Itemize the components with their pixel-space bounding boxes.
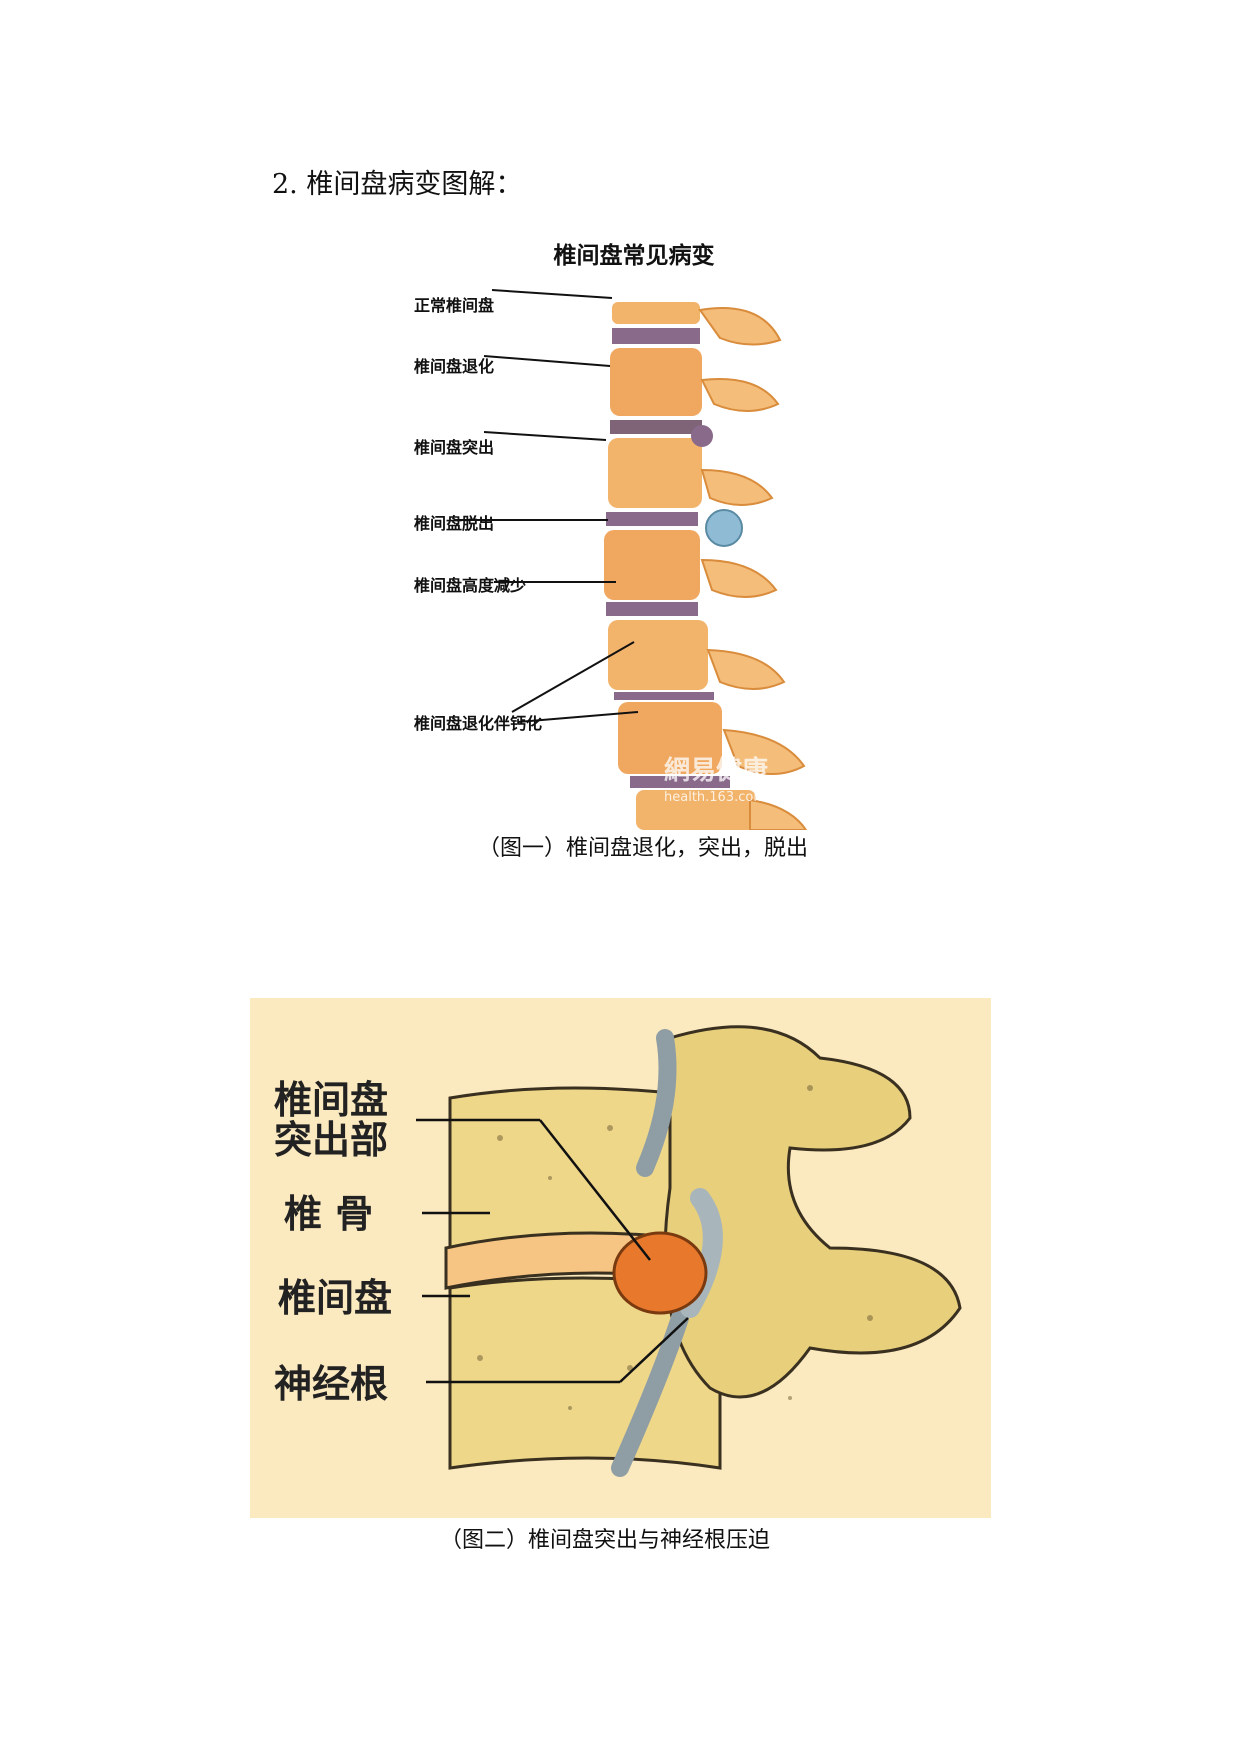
nerve-root-upper bbox=[636, 1029, 677, 1177]
vertebral-column bbox=[604, 302, 756, 830]
label-intervertebral-disc: 椎间盘 bbox=[278, 1276, 393, 1320]
label-vertebra: 椎 骨 bbox=[284, 1192, 374, 1236]
vertebral-body-lower bbox=[448, 1276, 722, 1470]
label-disc-protrusion: 椎间盘突出 bbox=[414, 438, 495, 457]
leader-lines bbox=[454, 289, 639, 723]
disc-protrusion bbox=[612, 1231, 708, 1315]
leader-lines-2 bbox=[416, 1118, 689, 1384]
spine-illustration bbox=[454, 289, 808, 830]
figure-disc-lesions: 椎间盘常见病变 bbox=[404, 230, 864, 830]
spinous-processes bbox=[698, 307, 808, 830]
label-protrusion-part-line2: 突出部 bbox=[274, 1118, 389, 1162]
label-nerve-root: 神经根 bbox=[274, 1362, 389, 1406]
watermark-url: health.163.com bbox=[664, 790, 766, 805]
label-protrusion-part-line1: 椎间盘 bbox=[274, 1078, 389, 1122]
label-disc-degeneration: 椎间盘退化 bbox=[414, 357, 495, 376]
watermark-logo: 網易健康 bbox=[664, 756, 769, 786]
vertebra-illustration bbox=[416, 1025, 962, 1477]
nerve-root-lower bbox=[611, 1309, 689, 1477]
figure1-title: 椎间盘常见病变 bbox=[553, 243, 715, 269]
figure1-caption: （图一）椎间盘退化，突出，脱出 bbox=[478, 836, 809, 861]
label-disc-extrusion: 椎间盘脱出 bbox=[414, 514, 495, 533]
figure2-caption: （图二）椎间盘突出与神经根压迫 bbox=[440, 1528, 771, 1553]
label-normal-disc: 正常椎间盘 bbox=[414, 296, 495, 315]
label-disc-height-loss: 椎间盘高度减少 bbox=[414, 576, 527, 595]
figure-nerve-compression: 椎间盘 突出部 椎 骨 椎间盘 神经根 bbox=[250, 998, 991, 1518]
extrusion-bulge bbox=[705, 509, 743, 547]
section-heading: 2. 椎间盘病变图解： bbox=[272, 169, 523, 200]
posterior-elements bbox=[663, 1025, 962, 1399]
label-disc-calcification: 椎间盘退化伴钙化 bbox=[414, 714, 543, 733]
protrusion-bulge bbox=[691, 425, 713, 447]
